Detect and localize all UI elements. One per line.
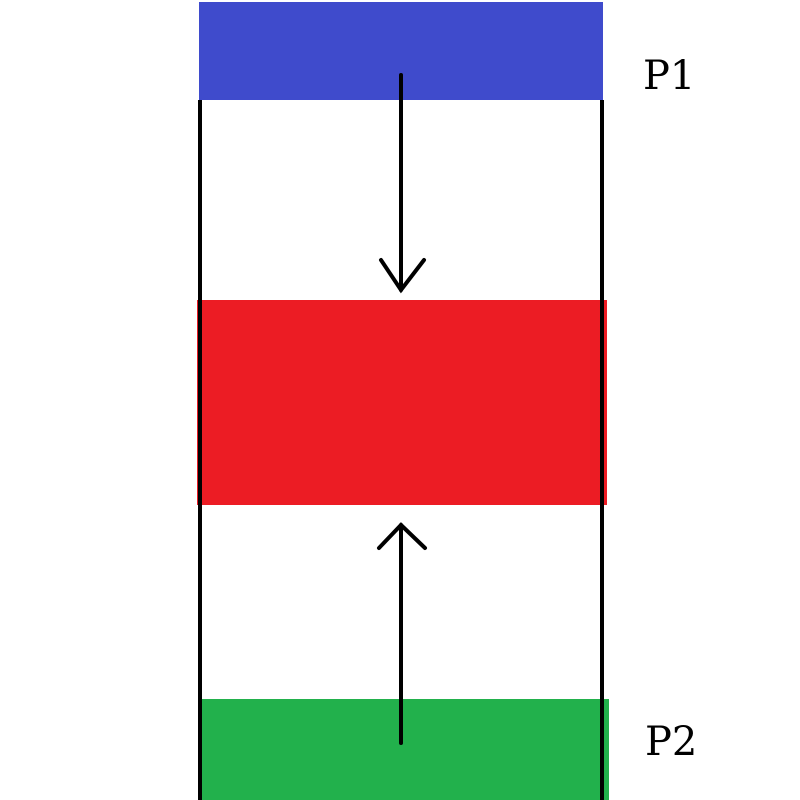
middle-block (197, 300, 607, 505)
bottom-piston-label: P2 (645, 719, 698, 765)
top-piston-label: P1 (643, 53, 696, 99)
down-arrow-icon (379, 73, 426, 294)
up-arrow-icon (377, 522, 427, 745)
bottom-piston (199, 699, 609, 800)
